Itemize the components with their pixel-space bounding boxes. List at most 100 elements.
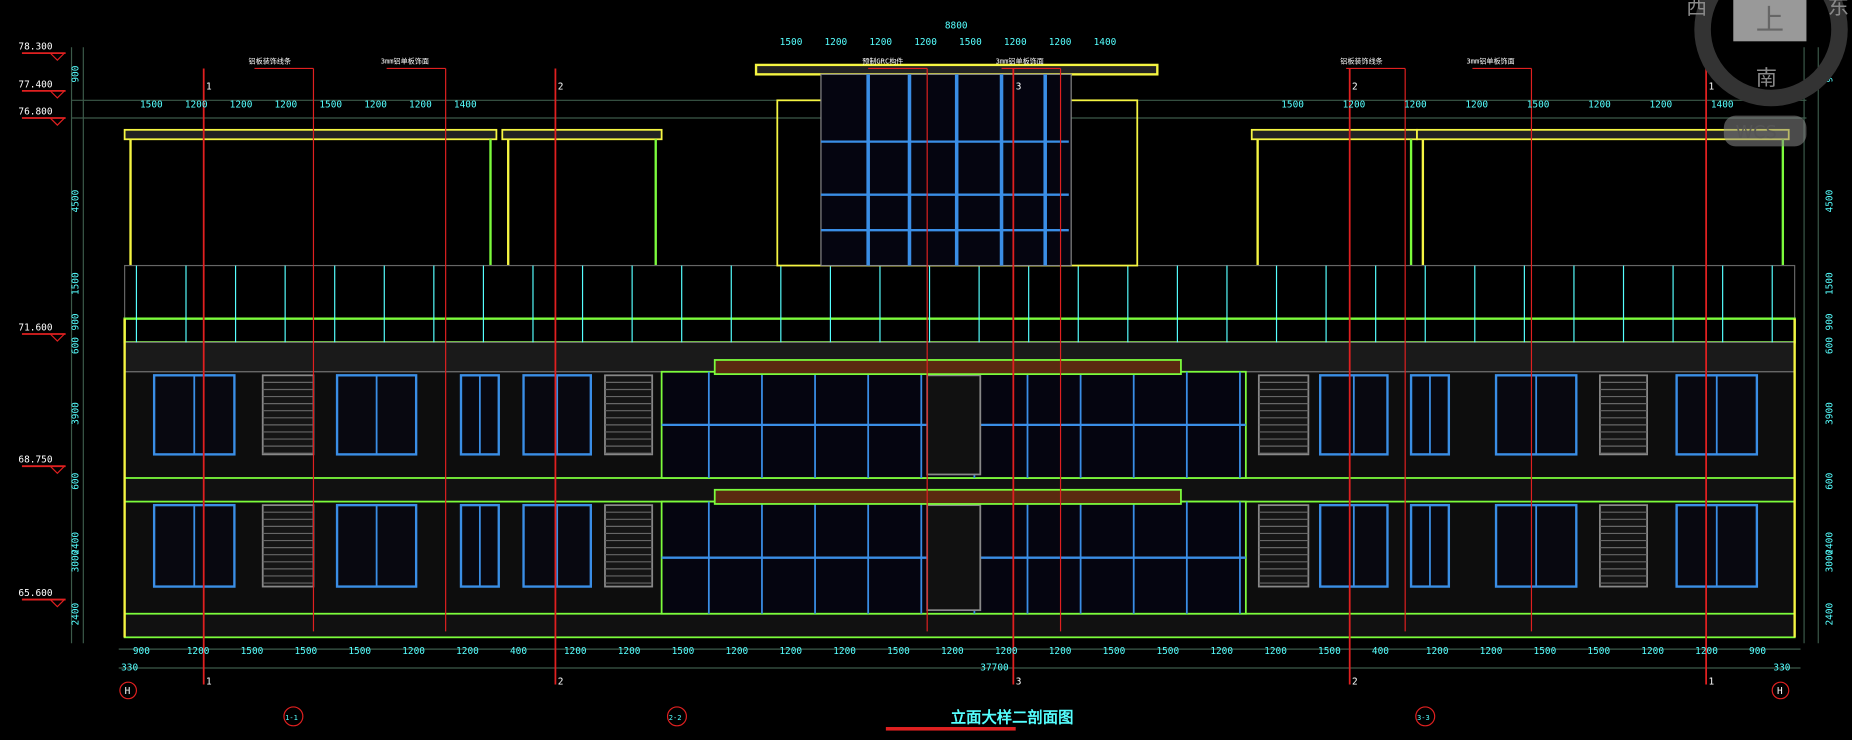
side-dimension-left: 2400 [71,532,82,555]
top-dimension-right: 1200 [1465,99,1488,110]
tower-dimension: 1400 [1094,37,1117,48]
bottom-dimension: 1200 [725,646,748,657]
total-dimension: 37700 [980,662,1009,673]
axis-bubble [1771,681,1790,700]
side-dimension-left: 1500 [71,272,82,295]
end-offset-dimension: 330 [1773,662,1790,673]
elevation-label: 71.600 [18,322,52,333]
bottom-dimension: 1200 [618,646,641,657]
leader-note: 铝板装饰线条 [249,57,291,66]
elevation-label: 65.600 [18,588,52,599]
view-cube-ring[interactable] [1694,0,1848,107]
tower-dimension: 1200 [1004,37,1027,48]
axis-label-top: 2 [1352,82,1358,93]
top-dimension-left: 1200 [185,99,208,110]
elevation-marker [49,117,65,126]
top-dimension-left: 1200 [275,99,298,110]
side-dimension-right: 2400 [1824,532,1835,555]
tower-dimension: 1500 [959,37,982,48]
axis-label-bottom: 3 [1016,677,1022,688]
elevation-marker [49,52,65,62]
top-dimension-right: 1200 [1404,99,1427,110]
bottom-dimension: 1200 [402,646,425,657]
bottom-dimension: 1200 [1210,646,1233,657]
bottom-dimension: 1200 [833,646,856,657]
side-dimension-right: 900 [1824,313,1835,330]
louver [1257,504,1310,588]
base-band [123,612,1796,639]
wcs-label[interactable]: WCS [1736,123,1777,143]
louver [261,504,315,588]
side-dimension-right: 2400 [1824,602,1835,625]
bottom-dimension: 1500 [295,646,318,657]
bottom-dimension: 1200 [1480,646,1503,657]
bottom-dimension: 1500 [1318,646,1341,657]
bottom-dimension: 1500 [1534,646,1557,657]
title-underline [885,727,1016,731]
side-dimension-right: 1500 [1824,272,1835,295]
bottom-dimension: 1200 [456,646,479,657]
wcs-button[interactable] [1723,115,1807,147]
louver [604,504,654,588]
drawing-title: 立面大样二剖面图 [951,708,1074,726]
upper-band [124,264,1796,320]
top-dimension-left: 1400 [454,99,477,110]
elevation-marker [49,90,65,99]
section-marker [1415,706,1436,727]
top-dimension-right: 1200 [1649,99,1672,110]
top-dimension-left: 1500 [140,99,163,110]
axis-label-top: 2 [558,82,564,93]
tower-coping [754,63,1159,76]
louver [604,374,654,456]
side-dimension-left: 3900 [71,402,82,425]
view-cube-east-label[interactable]: 东 [1828,0,1849,20]
section-marker [666,706,688,727]
bottom-dimension: 1200 [995,646,1018,657]
bottom-dimension: 1200 [564,646,587,657]
end-offset-dimension: 330 [121,662,138,673]
tower-dimension: 1200 [869,37,892,48]
louver-panel [926,504,982,612]
side-dimension-right: 3900 [1824,402,1835,425]
side-dimension-left: 600 [71,472,82,489]
louver [261,374,315,456]
elevation-label: 78.300 [18,42,52,53]
view-cube[interactable]: 上 西 东 南 WCS [1686,0,1849,147]
side-dimension-left: 900 [71,65,82,82]
view-cube-south-label[interactable]: 南 [1756,66,1777,91]
view-cube-face[interactable] [1733,0,1807,42]
axis-label-top: 1 [1708,82,1714,93]
section-marker-label: 3-3 [1417,713,1430,722]
bottom-dimension: 1200 [941,646,964,657]
bottom-dimension: 400 [510,646,527,657]
section-marker-label: 1-1 [285,713,298,722]
axis-label-bottom: 1 [1708,677,1714,688]
axis-bubble [119,681,138,700]
bottom-dimension: 900 [133,646,150,657]
bottom-dimension: 1200 [1264,646,1287,657]
top-dimension-left: 1200 [364,99,387,110]
side-dimension-left: 3000 [71,549,82,572]
axis-label-top: 1 [206,82,212,93]
planter-band [713,359,1182,376]
elevation-marker [49,333,65,342]
cornice-band [123,317,1796,344]
side-dimension-left: 900 [71,313,82,330]
top-dimension-right: 1500 [1527,99,1550,110]
louver [1599,504,1649,588]
axis-label-bottom: 1 [206,677,212,688]
bottom-dimension: 1200 [1641,646,1664,657]
view-cube-top-label[interactable]: 上 [1756,4,1784,37]
axis-label-bottom: 2 [558,677,564,688]
louver [1257,374,1310,456]
elevation-label: 68.750 [18,455,52,466]
view-cube-west-label[interactable]: 西 [1686,0,1707,20]
parapet-coping [501,128,663,141]
tower-curtain-wall [820,73,1072,267]
end-axis-label: H [1777,686,1783,697]
side-dimension-right: 4500 [1824,189,1835,212]
top-dimension-left: 1200 [230,99,253,110]
bottom-dimension: 900 [1749,646,1766,657]
